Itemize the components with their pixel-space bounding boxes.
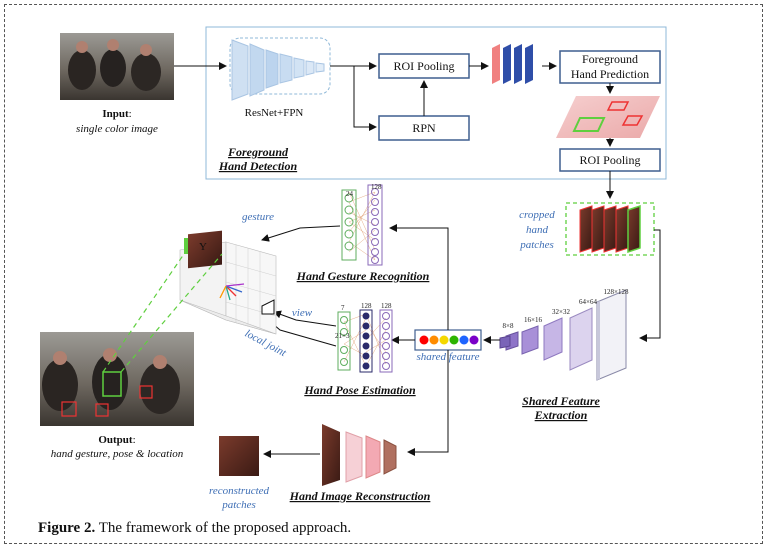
- output-link-line-1: [102, 253, 185, 373]
- output-image: [40, 332, 194, 426]
- cropped-label-2: hand: [526, 224, 549, 236]
- roi-pooling-label-2: ROI Pooling: [579, 153, 640, 167]
- caption-text: The framework of the proposed approach.: [95, 520, 352, 536]
- gesture-network: [341, 184, 383, 266]
- pose-net-label-a: 7: [341, 304, 345, 312]
- pose-3d-plot: [179, 230, 277, 335]
- gesture-net-label-a: 24: [346, 190, 354, 198]
- local-joint-label: local joint: [243, 328, 289, 360]
- caption-label: Figure 2.: [38, 520, 96, 536]
- shared-feature-extraction: [499, 289, 627, 381]
- input-subtitle: single color image: [76, 123, 158, 135]
- roi-pooling-label-1: ROI Pooling: [393, 59, 454, 73]
- figure-frame: [4, 4, 763, 544]
- size-label-64: 64×64: [579, 298, 597, 306]
- shared-extraction-title-2: Extraction: [534, 408, 588, 422]
- reconstructed-patch: [219, 436, 259, 476]
- backbone-label: ResNet+FPN: [245, 107, 304, 119]
- cropped-patches: [579, 204, 641, 254]
- pose-net-label-d: 21×3: [335, 332, 350, 340]
- figure-caption: Figure 2. The framework of the proposed …: [38, 520, 351, 537]
- input-image: [60, 33, 174, 100]
- output-subtitle: hand gesture, pose & location: [51, 448, 184, 460]
- arrow-backbone-rpn: [353, 66, 377, 131]
- reconstruction-network: [322, 424, 397, 486]
- foreground-map: [556, 96, 660, 138]
- cropped-patches-box: [565, 202, 655, 256]
- cropped-label-1: cropped: [519, 209, 555, 221]
- pose-net-label-b: 128: [361, 302, 372, 310]
- arrow-cropped-extract: [639, 229, 661, 342]
- gesture-net-label-b: 128: [371, 183, 382, 191]
- arrow-feature-recon: [407, 350, 449, 456]
- rpn-box: [378, 115, 470, 141]
- size-label-32: 32×32: [552, 308, 570, 316]
- reconstructed-label-1: reconstructed: [209, 485, 270, 497]
- view-label: view: [292, 307, 313, 319]
- gesture-label: gesture: [242, 211, 274, 223]
- size-label-16: 16×16: [524, 316, 542, 324]
- foreground-prediction-box: [559, 50, 661, 84]
- foreground-detection-title-2: Hand Detection: [218, 159, 298, 173]
- rpn-label: RPN: [412, 121, 436, 135]
- pose-network: [337, 309, 393, 373]
- resnet-fpn-backbone: [229, 37, 331, 101]
- foreground-prediction-label-1: Foreground: [582, 52, 638, 66]
- arrow-gesture-out: [261, 225, 341, 242]
- shared-extraction-title-1: Shared Feature: [522, 394, 600, 408]
- camera-view-icon: [261, 299, 275, 315]
- reconstructed-label-2: patches: [221, 499, 256, 511]
- size-label-8: 8×8: [503, 322, 514, 330]
- pose-estimation-title: Hand Pose Estimation: [303, 383, 416, 397]
- arrow-view-out: [273, 310, 337, 327]
- output-link-line-2: [120, 253, 223, 373]
- gesture-recognition-title: Hand Gesture Recognition: [296, 269, 430, 283]
- arrow-feature-gesture: [389, 224, 449, 330]
- input-title: Input:: [102, 108, 131, 120]
- shared-feature-dots: [419, 335, 479, 345]
- image-reconstruction-title: Hand Image Reconstruction: [289, 489, 431, 503]
- foreground-detection-title-1: Foreground: [227, 145, 289, 159]
- y-axis-label: Y: [199, 241, 207, 253]
- output-title: Output:: [98, 434, 135, 446]
- cropped-label-3: patches: [519, 239, 554, 251]
- fc-layers: [492, 44, 557, 84]
- size-label-128: 128×128: [604, 288, 629, 296]
- pose-net-label-c: 128: [381, 302, 392, 310]
- foreground-prediction-label-2: Hand Prediction: [571, 67, 649, 81]
